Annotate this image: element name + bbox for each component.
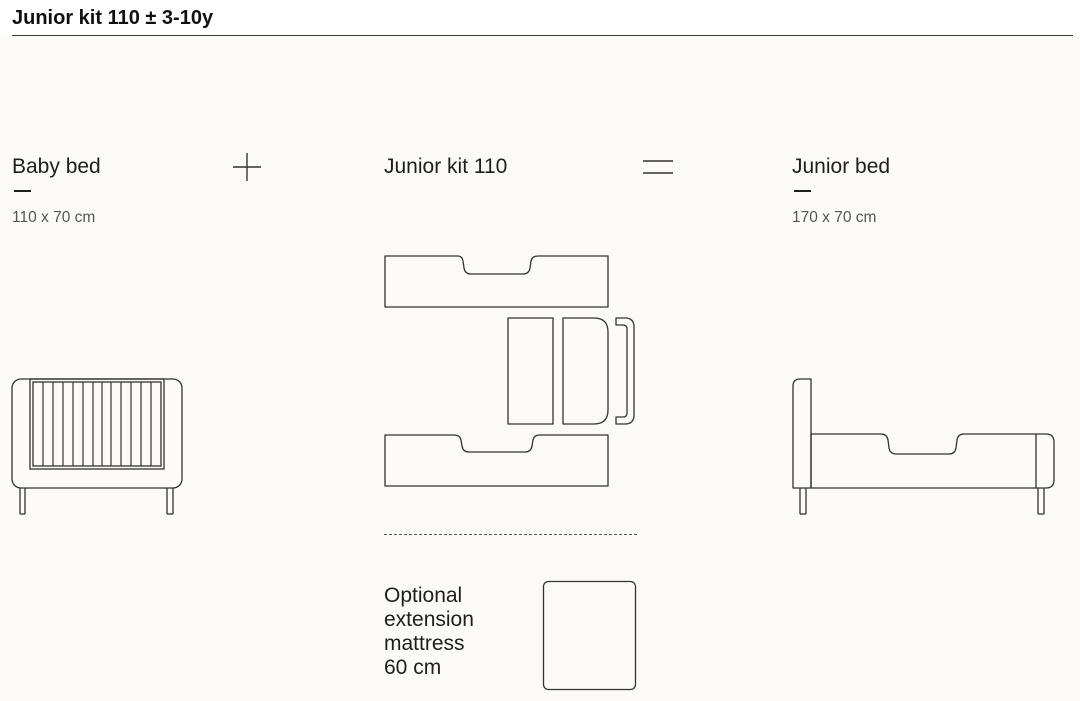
optional-line-3: mattress — [384, 632, 465, 655]
baby-bed-drawing — [10, 376, 186, 518]
optional-line-1: Optional — [384, 584, 463, 607]
optional-mattress-label: Optional extension mattress 60 cm — [384, 584, 534, 680]
optional-divider — [384, 534, 637, 535]
diagram-panel — [0, 36, 1080, 701]
kit-parts-drawing — [382, 252, 644, 492]
junior-bed-title: Junior bed — [792, 155, 891, 178]
optional-line-2: extension — [384, 608, 474, 631]
mattress-drawing — [540, 578, 640, 694]
baby-bed-title: Baby bed — [12, 155, 101, 178]
baby-bed-dimensions: 110 x 70 cm — [12, 209, 96, 226]
header-divider — [12, 35, 1073, 36]
equals-icon — [642, 151, 674, 183]
junior-kit-title: Junior kit 110 — [384, 155, 508, 178]
page-title: Junior kit 110 ± 3-10y — [12, 7, 214, 29]
junior-bed-dash — [794, 190, 811, 192]
baby-bed-dash — [14, 190, 31, 192]
page-header: Junior kit 110 ± 3-10y — [0, 0, 1080, 36]
junior-bed-dimensions: 170 x 70 cm — [792, 209, 877, 226]
optional-line-4: 60 cm — [384, 656, 442, 679]
plus-icon — [231, 151, 263, 183]
junior-bed-drawing — [788, 376, 1060, 518]
